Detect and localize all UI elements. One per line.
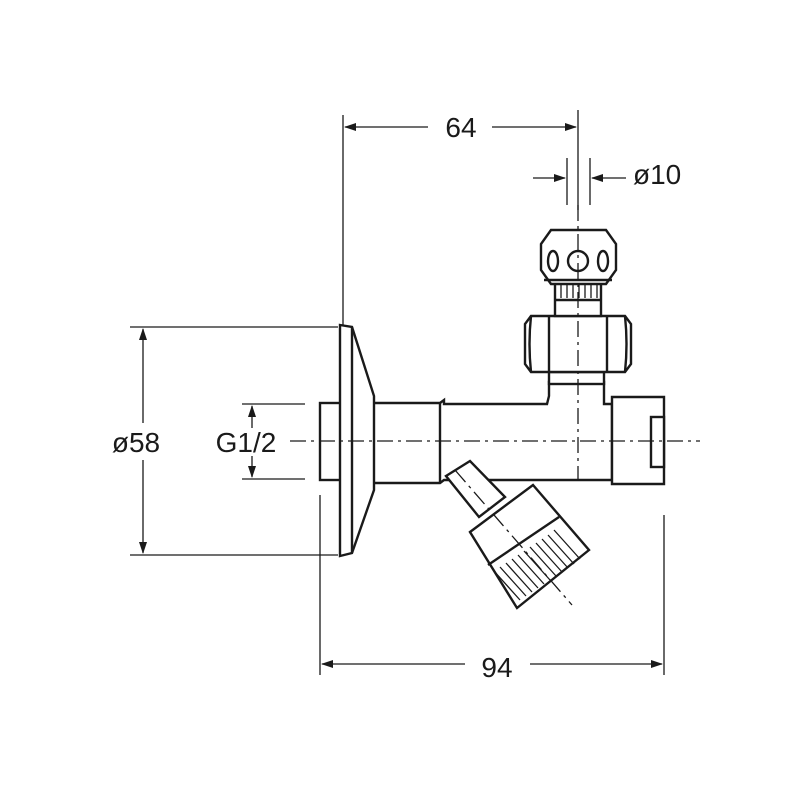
dimension-thread: G1/2 [216,403,305,480]
strainer [444,459,591,610]
dim-label-dia-10: ø10 [633,159,681,190]
outlet-nut [649,415,666,469]
dim-label-dia-58: ø58 [112,427,160,458]
cap-hole-right [596,249,610,273]
strainer-knurl [493,529,581,601]
dimension-dia-10: ø10 [533,158,681,205]
bonnet-neck [547,370,606,386]
center-lines [290,205,700,606]
dimension-64: 64 [342,110,579,325]
dim-label-thread: G1/2 [216,427,277,458]
hex-curve-left [528,315,533,373]
strainer-neck [444,459,507,519]
strainer-centerline [454,469,573,606]
main-body [370,380,614,485]
cap-hole-left [546,249,560,273]
dimension-94: 94 [319,495,665,683]
dim-label-94: 94 [481,652,512,683]
strainer-cap-divider [487,516,560,566]
hex-curve-right [623,315,628,373]
dimension-dia-58: ø58 [112,326,338,556]
dim-label-64: 64 [445,112,476,143]
